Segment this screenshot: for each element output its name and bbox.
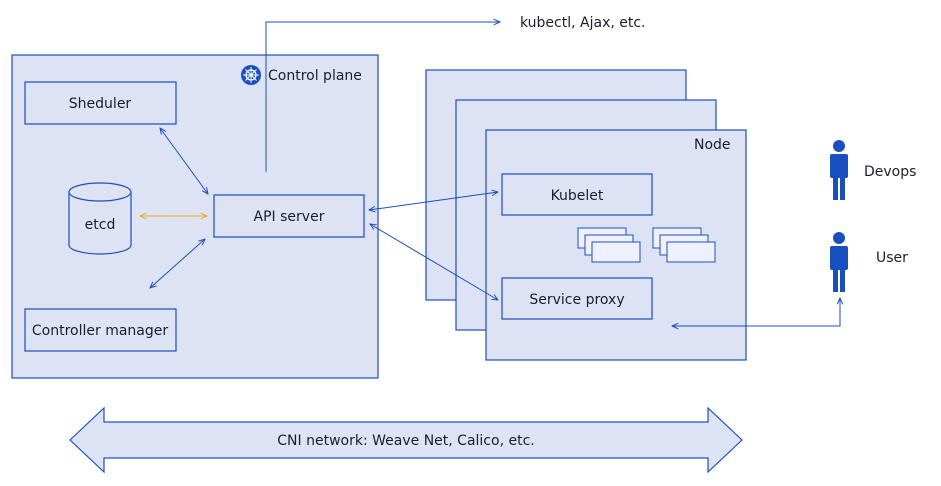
service-proxy-label: Service proxy xyxy=(529,292,624,308)
kubelet-box: Kubelet xyxy=(501,173,653,216)
user-proxy-arrow xyxy=(672,298,840,326)
cni-network-arrow xyxy=(69,406,743,474)
scheduler-box: Sheduler xyxy=(24,81,177,125)
scheduler-label: Sheduler xyxy=(69,96,132,112)
external-clients-label: kubectl, Ajax, etc. xyxy=(520,15,646,31)
service-proxy-box: Service proxy xyxy=(501,277,653,320)
cni-network-label: CNI network: Weave Net, Calico, etc. xyxy=(277,433,534,449)
pod-group-right xyxy=(652,227,716,263)
control-plane: Control plane Sheduler etcd API server C… xyxy=(11,54,379,379)
api-server-label: API server xyxy=(254,209,325,225)
api-kubelet-arrow xyxy=(369,192,498,210)
kubelet-label: Kubelet xyxy=(551,188,604,204)
api-external-arrow xyxy=(265,22,500,172)
control-plane-label: Control plane xyxy=(268,68,362,84)
api-server-box: API server xyxy=(213,194,365,238)
etcd-label: etcd xyxy=(85,217,116,233)
node-stack: Node Kubelet Service proxy xyxy=(425,69,747,361)
user-label: User xyxy=(876,250,908,266)
api-proxy-arrow xyxy=(370,224,498,300)
user-person-icon xyxy=(830,232,848,292)
pod-group-left xyxy=(577,227,641,263)
node-label: Node xyxy=(694,137,731,153)
devops-person-icon xyxy=(830,140,848,200)
controller-manager-label: Controller manager xyxy=(32,323,168,339)
devops-label: Devops xyxy=(864,164,916,180)
controller-manager-box: Controller manager xyxy=(24,308,177,352)
etcd-database: etcd xyxy=(68,182,132,255)
kubernetes-icon xyxy=(241,65,261,85)
scheduler-api-arrow xyxy=(160,128,208,194)
controller-api-arrow xyxy=(150,239,205,288)
